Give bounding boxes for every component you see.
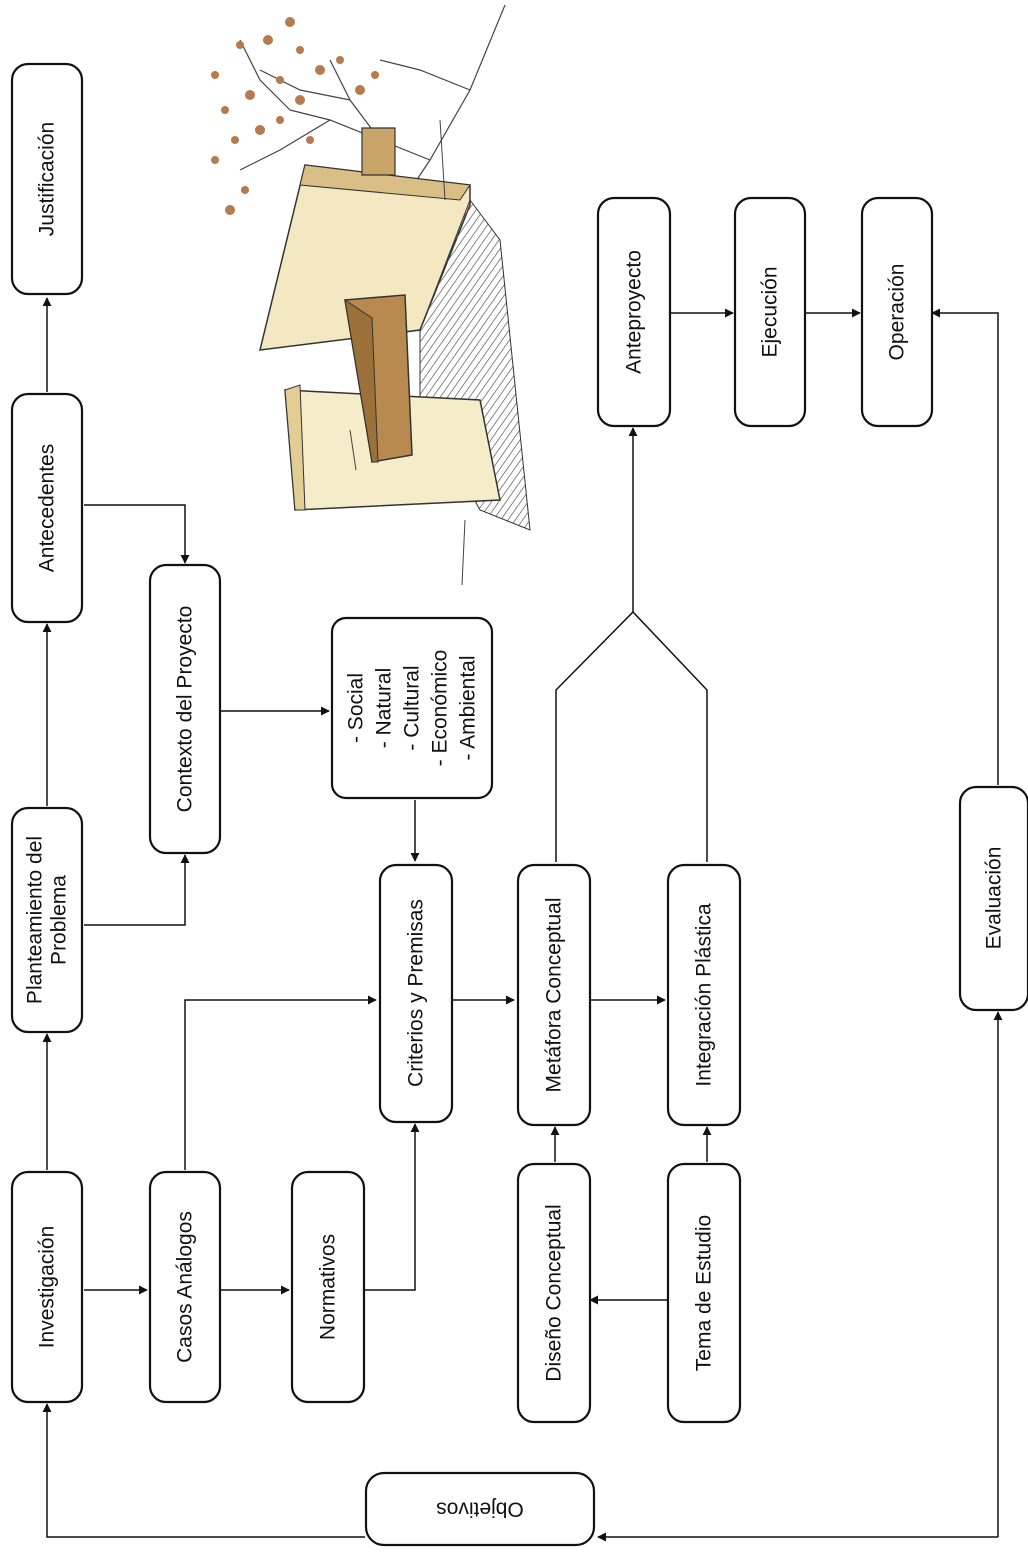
node-investigacion: Investigación [10, 1170, 84, 1404]
node-objetivos: Objetivos [364, 1471, 596, 1547]
node-operacion: Operación [860, 196, 934, 428]
factor-cultural: - Cultural [401, 665, 424, 750]
node-ejecucion: Ejecución [733, 196, 807, 428]
factor-ambiental: - Ambiental [457, 655, 480, 760]
node-antecedentes-label: Antecedentes [36, 444, 59, 572]
node-operacion-label: Operación [886, 264, 909, 361]
node-contexto: Contexto del Proyecto [148, 563, 222, 855]
node-criterios: Criterios y Premisas [378, 863, 454, 1124]
factor-economico: - Económico [429, 650, 452, 767]
node-anteproyecto: Anteproyecto [596, 196, 672, 428]
connectors [42, 297, 1003, 1542]
node-casos-analogos-label: Casos Análogos [174, 1211, 197, 1363]
node-objetivos-label: Objetivos [436, 1498, 524, 1521]
node-criterios-label: Criterios y Premisas [405, 899, 428, 1087]
node-integracion-label: Integración Plástica [693, 903, 716, 1087]
node-antecedentes: Antecedentes [10, 392, 84, 624]
node-ejecucion-label: Ejecución [759, 266, 782, 357]
node-tema-label: Tema de Estudio [693, 1215, 716, 1371]
factor-natural: - Natural [373, 668, 396, 749]
node-anteproyecto-label: Anteproyecto [623, 250, 646, 374]
node-planteamiento-label-2: Problema [48, 875, 71, 965]
node-planteamiento: Planteamiento del Problema [10, 806, 84, 1034]
node-metafora: Metáfora Conceptual [516, 863, 592, 1127]
factor-social: - Social [345, 673, 368, 743]
node-integracion: Integración Plástica [666, 863, 742, 1127]
node-normativos: Normativos [290, 1170, 366, 1404]
node-casos-analogos: Casos Análogos [148, 1170, 222, 1404]
node-normativos-label: Normativos [317, 1234, 340, 1340]
node-evaluacion-label: Evaluación [983, 847, 1006, 950]
node-metafora-label: Metáfora Conceptual [543, 898, 566, 1093]
node-justificacion: Justificación [10, 62, 84, 296]
node-diseno: Diseño Conceptual [516, 1162, 592, 1424]
node-diseno-label: Diseño Conceptual [543, 1204, 566, 1381]
node-justificacion-label: Justificación [36, 122, 59, 236]
node-planteamiento-label-1: Planteamiento del [24, 836, 47, 1004]
node-contexto-label: Contexto del Proyecto [174, 606, 197, 813]
architectural-sketch-illustration [211, 4, 531, 586]
node-context-factors: - Social - Natural - Cultural - Económic… [330, 616, 494, 800]
node-tema: Tema de Estudio [666, 1162, 742, 1424]
node-evaluacion: Evaluación [958, 785, 1028, 1012]
node-investigacion-label: Investigación [36, 1226, 59, 1349]
